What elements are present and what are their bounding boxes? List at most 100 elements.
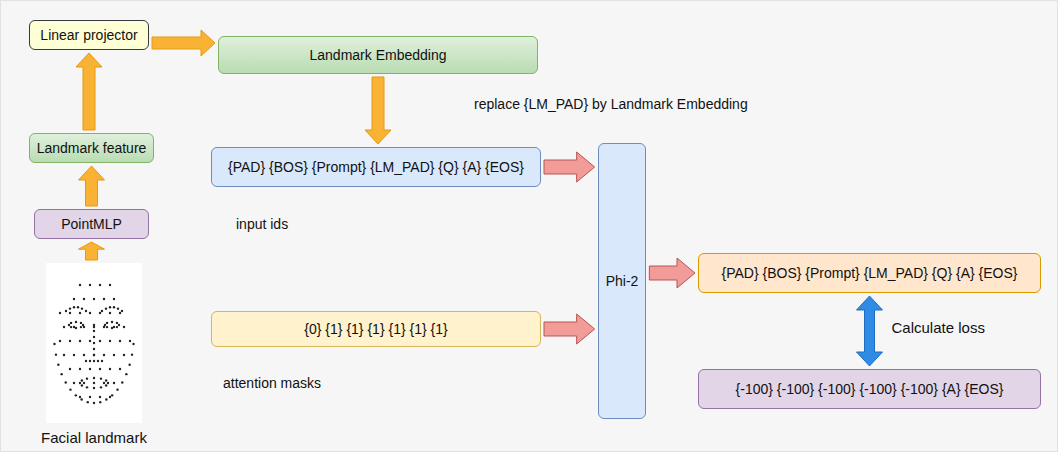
projector-box: Linear projector [29,20,149,50]
landmark-dot [113,298,115,300]
flow-arrow [544,152,595,182]
landmark-dot [109,340,111,342]
node-label: {PAD} {BOS} {Prompt} {LM_PAD} {Q} {A} {E… [721,264,1017,282]
landmark-dot [113,354,115,356]
landmark-dot [87,401,89,403]
target-box: {-100} {-100} {-100} {-100} {-100} {A} {… [698,369,1041,409]
landmark-dot [81,384,83,386]
landmark-dot [101,310,103,312]
landmark-dot [79,284,81,286]
landmark-dot [81,379,83,381]
box-caption: attention masks [223,374,321,392]
landmark-dot [111,327,113,329]
landmark-dot [106,326,108,328]
landmark-dot [80,326,82,328]
landmark-dot [125,373,127,375]
landmark-dot [93,336,95,338]
landmark-dot [97,360,99,362]
landmark-dot [70,322,72,324]
landmark-dot [57,364,59,366]
landmark-dot [79,312,81,314]
landmark-dot [59,340,61,342]
landmark-dot [69,307,71,309]
landmark-dot [99,312,101,314]
landmark-dot [93,324,95,326]
landmark-dot [75,321,77,323]
landmark-dot [79,382,81,384]
encoder-box: PointMLP [34,209,149,239]
landmark-dot [109,306,111,308]
landmark-dot [100,377,102,379]
landmark-dot [113,382,115,384]
landmark-dot [109,284,111,286]
attention-mask-box: {0} {1} {1} {1} {1} {1} {1} [211,311,541,347]
landmark-dot [75,327,77,329]
landmark-dot [83,382,85,384]
landmark-dot [109,312,111,314]
landmark-dot [69,388,71,390]
landmark-dot [119,368,121,370]
landmark-dot [85,310,87,312]
landmark-dot [89,340,91,342]
landmark-dot [93,382,95,384]
landmark-dot [93,298,95,300]
landmark-dot [86,377,88,379]
landmark-dot [123,326,125,328]
landmark-dot [69,312,71,314]
landmark-dot [63,354,65,356]
node-label: Phi-2 [606,272,639,290]
landmark-dot [107,382,109,384]
node-label: {-100} {-100} {-100} {-100} {-100} {A} {… [736,380,1004,398]
landmark-dot [83,298,85,300]
landmark-dot [93,402,95,404]
box-caption: input ids [236,215,288,233]
landmark-dot [63,326,65,328]
flow-arrow [544,314,595,344]
landmark-dot [103,354,105,356]
landmark-dot [86,386,88,388]
landmark-dot [104,324,106,326]
landmark-dot [85,360,87,362]
node-label: {0} {1} {1} {1} {1} {1} {1} [304,320,447,338]
landmark-dot [111,394,113,396]
output-box: {PAD} {BOS} {Prompt} {LM_PAD} {Q} {A} {E… [698,253,1041,293]
landmark-dot [121,310,123,312]
landmark-dot [73,382,75,384]
landmark-dot [93,387,95,389]
landmark-dot [79,396,81,398]
landmark-dot [123,354,125,356]
landmark-dot [89,312,91,314]
landmark-dot [121,381,123,383]
landmark-dot [60,373,62,375]
landmark-dot [119,312,121,314]
landmark-dot [99,396,101,398]
landmark-dot [69,368,71,370]
landmark-dot [93,354,95,356]
landmark-dot [99,401,101,403]
landmark-dot [55,353,57,355]
flow-arrow [365,77,391,144]
node-label: {PAD} {BOS} {Prompt} {LM_PAD} {Q} {A} {E… [228,158,524,176]
figure-ground [46,263,142,423]
flow-arrow [76,53,102,130]
flow-arrow [649,258,695,288]
landmark-dot [68,324,70,326]
landmark-dot [132,343,134,345]
landmark-dot [77,306,79,308]
landmark-dot [111,321,113,323]
feature-box: Landmark feature [29,133,155,163]
landmark-dot [80,322,82,324]
landmark-dot [59,312,61,314]
landmark-dot [113,306,115,308]
landmark-dot [65,310,67,312]
landmark-dot [81,307,83,309]
flow-arrow [152,30,215,56]
landmark-dot [89,368,91,370]
landmark-dot [99,284,101,286]
landmark-dot [129,340,131,342]
landmark-dot [100,386,102,388]
node-label: Linear projector [40,26,137,44]
landmark-dot [80,398,82,400]
edge-label: Calculate loss [890,319,987,337]
